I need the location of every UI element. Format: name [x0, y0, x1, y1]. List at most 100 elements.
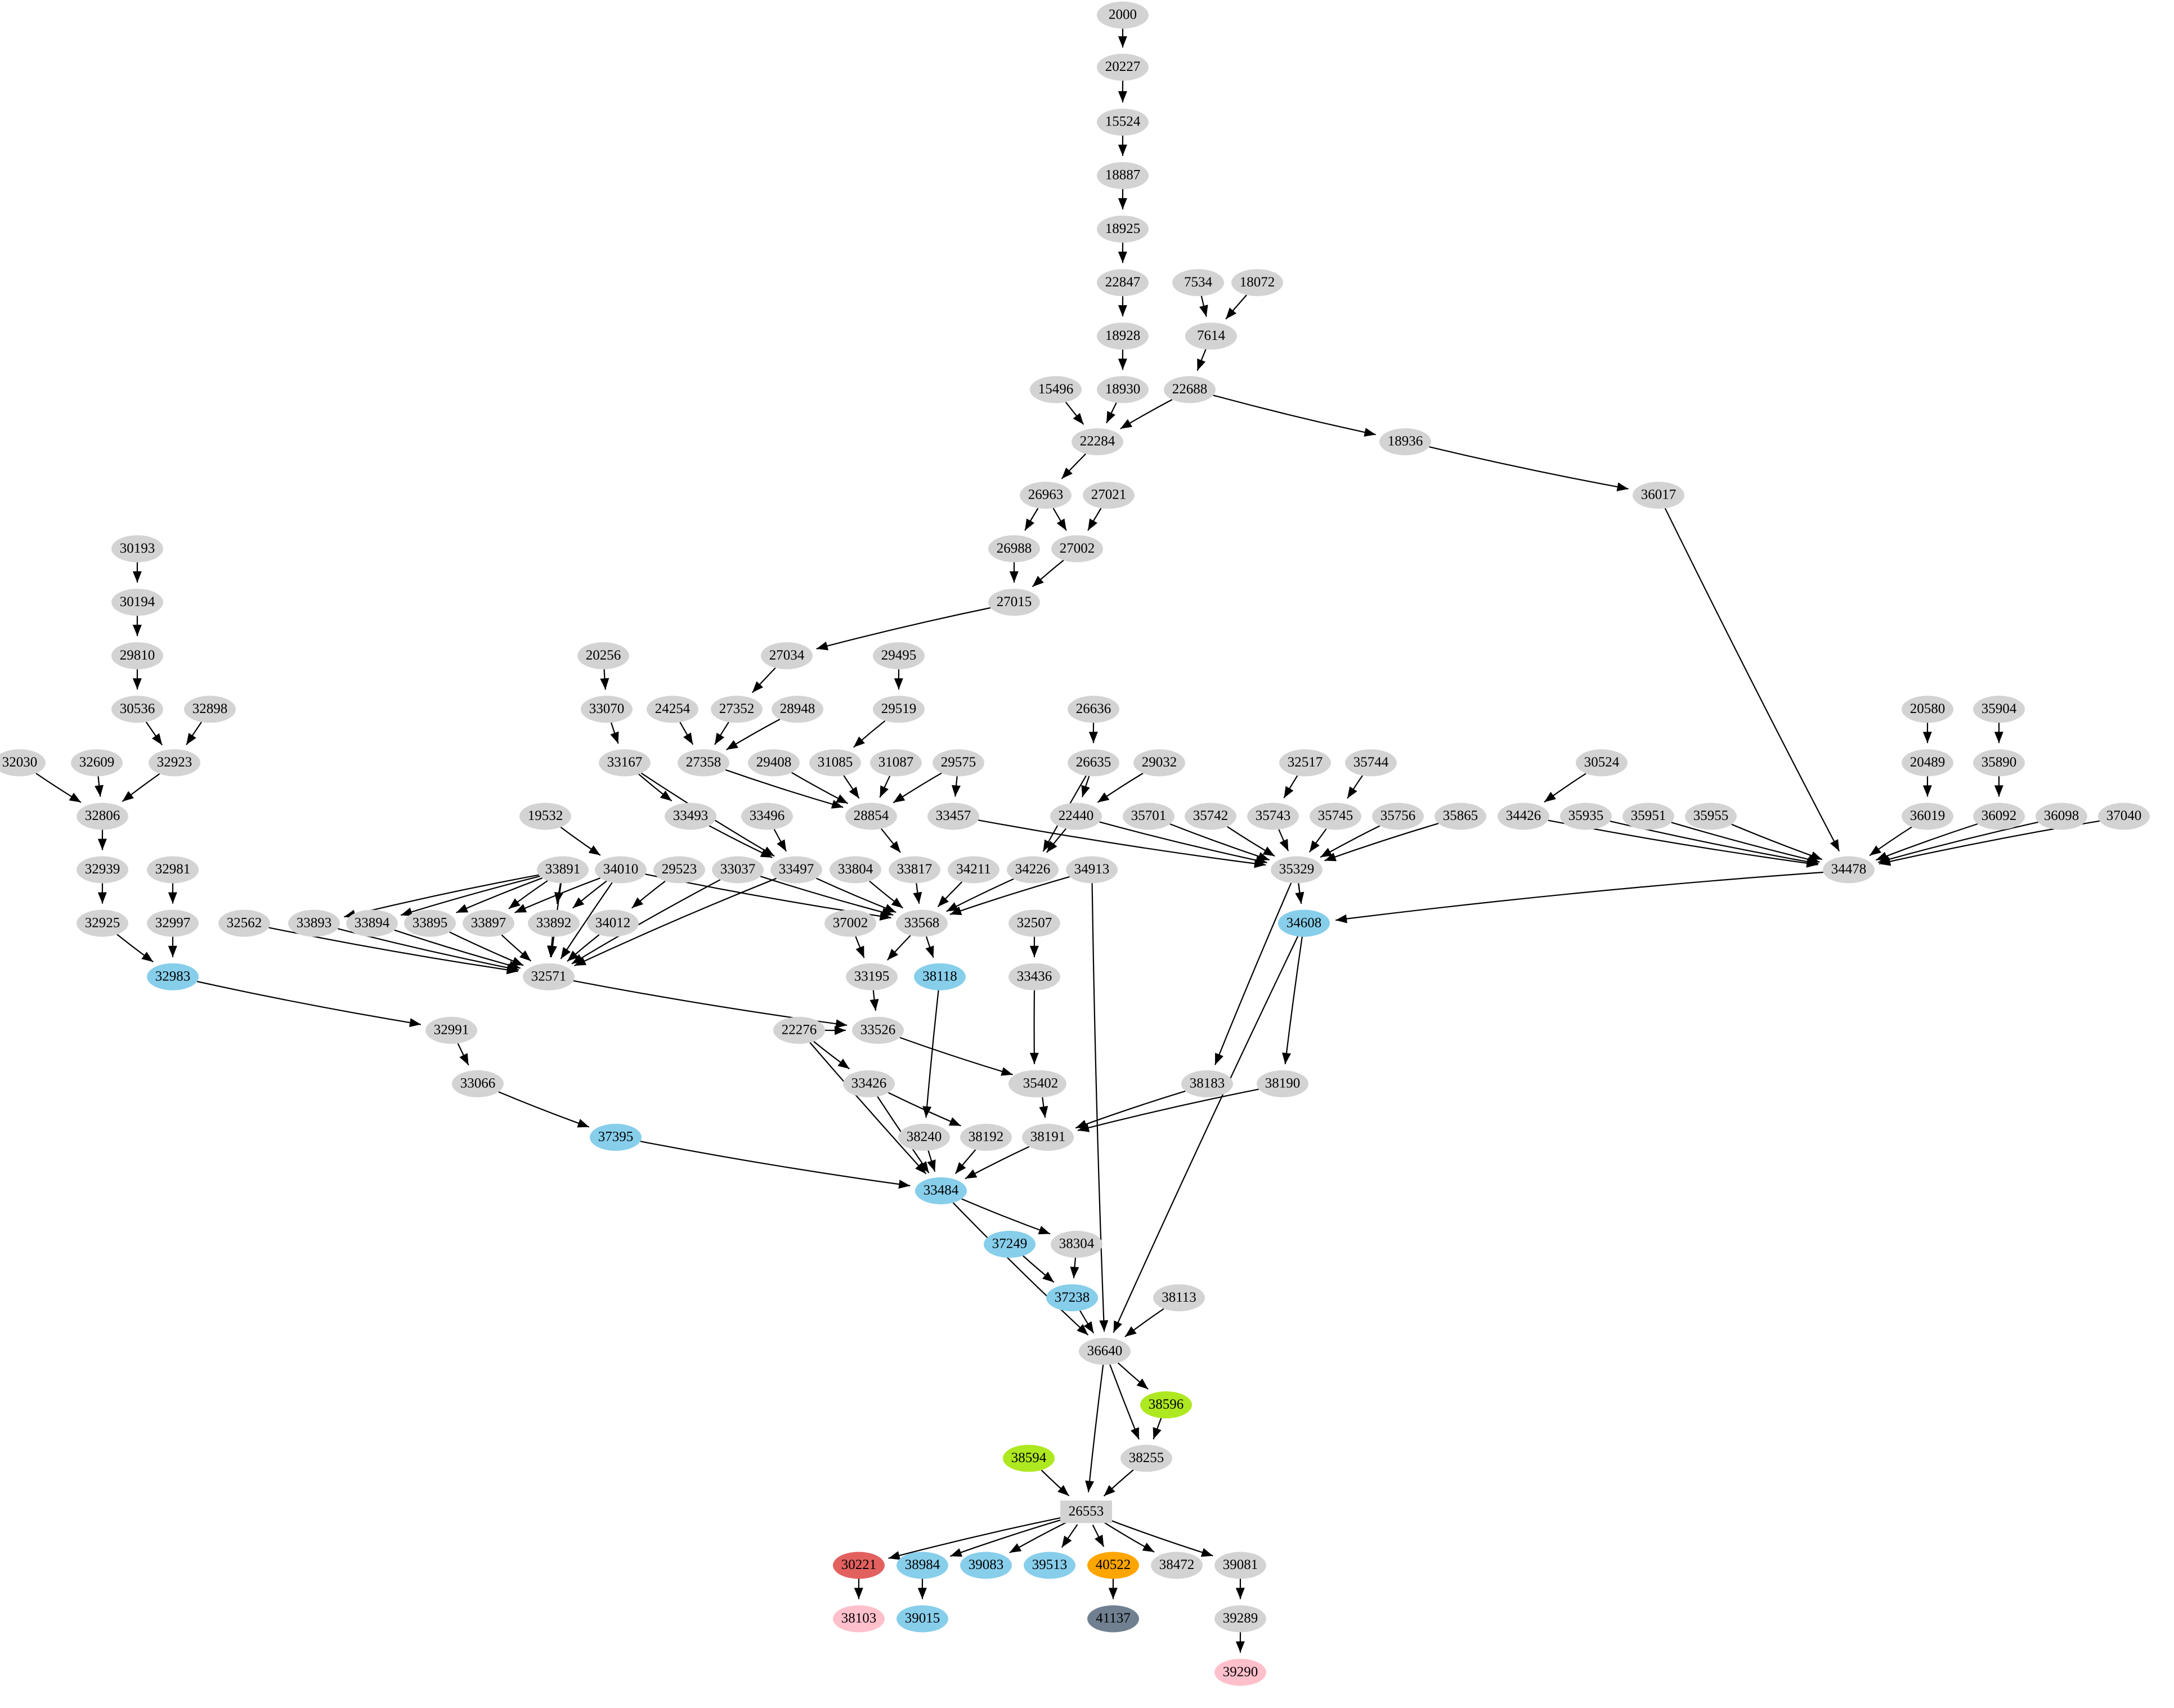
- graph-node[interactable]: 35951: [1622, 803, 1674, 830]
- node-ellipse[interactable]: [1087, 1605, 1139, 1633]
- graph-node[interactable]: 36092: [1973, 803, 2025, 830]
- graph-node[interactable]: 35890: [1973, 749, 2025, 777]
- graph-node[interactable]: 33568: [896, 909, 948, 937]
- node-ellipse[interactable]: [1622, 803, 1674, 830]
- node-ellipse[interactable]: [665, 803, 716, 830]
- graph-node[interactable]: 36098: [2036, 803, 2087, 830]
- node-ellipse[interactable]: [1051, 535, 1103, 563]
- node-ellipse[interactable]: [897, 1552, 948, 1579]
- node-ellipse[interactable]: [1231, 269, 1283, 297]
- graph-node[interactable]: 18072: [1231, 269, 1283, 297]
- graph-node[interactable]: 20580: [1902, 696, 1953, 723]
- graph-node[interactable]: 34426: [1498, 803, 1549, 830]
- node-ellipse[interactable]: [1140, 1391, 1192, 1419]
- graph-node[interactable]: 36017: [1633, 482, 1684, 509]
- graph-node[interactable]: 15496: [1030, 376, 1082, 404]
- graph-node[interactable]: 22284: [1072, 428, 1123, 455]
- graph-node[interactable]: 38472: [1151, 1552, 1203, 1579]
- node-ellipse[interactable]: [1024, 1552, 1075, 1579]
- graph-node[interactable]: 38240: [898, 1123, 950, 1151]
- node-ellipse[interactable]: [870, 749, 922, 777]
- node-ellipse[interactable]: [896, 909, 948, 937]
- node-ellipse[interactable]: [960, 1123, 1012, 1151]
- node-ellipse[interactable]: [2036, 803, 2087, 830]
- graph-node[interactable]: 20227: [1097, 53, 1149, 81]
- node-ellipse[interactable]: [833, 1605, 885, 1633]
- graph-node[interactable]: 39083: [960, 1552, 1012, 1579]
- node-ellipse[interactable]: [984, 1231, 1036, 1258]
- graph-node[interactable]: 34478: [1823, 856, 1875, 884]
- node-ellipse[interactable]: [1097, 1, 1149, 29]
- node-ellipse[interactable]: [1046, 1284, 1098, 1312]
- node-ellipse[interactable]: [404, 909, 456, 937]
- graph-node[interactable]: 30524: [1576, 749, 1628, 777]
- graph-node[interactable]: 33493: [665, 803, 716, 830]
- node-ellipse[interactable]: [773, 1016, 825, 1044]
- node-ellipse[interactable]: [1030, 376, 1082, 404]
- node-ellipse[interactable]: [519, 803, 571, 830]
- graph-node[interactable]: 39290: [1214, 1658, 1266, 1686]
- node-ellipse[interactable]: [147, 963, 199, 990]
- node-ellipse[interactable]: [1247, 803, 1299, 830]
- node-ellipse[interactable]: [948, 856, 999, 884]
- graph-node[interactable]: 33426: [843, 1070, 895, 1097]
- node-ellipse[interactable]: [218, 909, 270, 937]
- graph-node[interactable]: 40522: [1087, 1552, 1139, 1579]
- graph-node[interactable]: 32925: [77, 909, 128, 937]
- graph-node[interactable]: 26635: [1068, 749, 1119, 777]
- graph-node[interactable]: 22847: [1097, 269, 1149, 297]
- graph-node[interactable]: 38304: [1051, 1231, 1102, 1258]
- graph-node[interactable]: 34012: [587, 909, 639, 937]
- graph-node[interactable]: 26988: [988, 535, 1040, 563]
- node-ellipse[interactable]: [711, 696, 763, 723]
- graph-node[interactable]: 35744: [1345, 749, 1397, 777]
- node-ellipse[interactable]: [843, 1070, 895, 1097]
- node-ellipse[interactable]: [1973, 696, 2025, 723]
- node-ellipse[interactable]: [1345, 749, 1397, 777]
- node-ellipse[interactable]: [741, 803, 793, 830]
- graph-node[interactable]: 33893: [288, 909, 340, 937]
- node-ellipse[interactable]: [1020, 482, 1072, 509]
- node-ellipse[interactable]: [1087, 1552, 1139, 1579]
- graph-node[interactable]: 26636: [1068, 696, 1119, 723]
- graph-node[interactable]: 38191: [1022, 1123, 1074, 1151]
- node-ellipse[interactable]: [111, 589, 163, 616]
- node-ellipse[interactable]: [761, 642, 813, 670]
- node-ellipse[interactable]: [770, 856, 822, 884]
- node-ellipse[interactable]: [1123, 803, 1175, 830]
- graph-node[interactable]: 33526: [852, 1016, 904, 1044]
- graph-node[interactable]: 38118: [914, 963, 966, 990]
- graph-node[interactable]: 20256: [577, 642, 629, 670]
- graph-node[interactable]: 18936: [1379, 428, 1431, 455]
- node-ellipse[interactable]: [463, 909, 514, 937]
- graph-node[interactable]: 29575: [933, 749, 984, 777]
- node-ellipse[interactable]: [988, 589, 1040, 616]
- node-ellipse[interactable]: [1271, 856, 1323, 884]
- graph-node[interactable]: 35701: [1123, 803, 1175, 830]
- graph-node[interactable]: 32939: [77, 856, 128, 884]
- graph-node[interactable]: 34913: [1066, 856, 1118, 884]
- graph-node[interactable]: 28854: [845, 803, 897, 830]
- graph-node[interactable]: 39289: [1214, 1605, 1266, 1633]
- node-ellipse[interactable]: [845, 803, 897, 830]
- graph-node[interactable]: 19532: [519, 803, 571, 830]
- node-ellipse[interactable]: [988, 535, 1040, 563]
- graph-node[interactable]: 26963: [1020, 482, 1072, 509]
- node-ellipse[interactable]: [1051, 1231, 1102, 1258]
- node-ellipse[interactable]: [1072, 428, 1123, 455]
- node-ellipse[interactable]: [1066, 856, 1118, 884]
- node-ellipse[interactable]: [425, 1016, 477, 1044]
- node-ellipse[interactable]: [846, 963, 898, 990]
- graph-node[interactable]: 32562: [218, 909, 270, 937]
- graph-node[interactable]: 36019: [1902, 803, 1953, 830]
- node-ellipse[interactable]: [2098, 803, 2150, 830]
- node-ellipse[interactable]: [111, 696, 163, 723]
- graph-node[interactable]: 22688: [1164, 376, 1216, 404]
- graph-node[interactable]: 7614: [1185, 322, 1237, 350]
- node-ellipse[interactable]: [1278, 909, 1330, 937]
- graph-node[interactable]: 41137: [1087, 1605, 1139, 1633]
- node-ellipse[interactable]: [1633, 482, 1684, 509]
- graph-node[interactable]: 2000: [1097, 1, 1149, 29]
- graph-node[interactable]: 34211: [948, 856, 999, 884]
- graph-node[interactable]: 33457: [927, 803, 979, 830]
